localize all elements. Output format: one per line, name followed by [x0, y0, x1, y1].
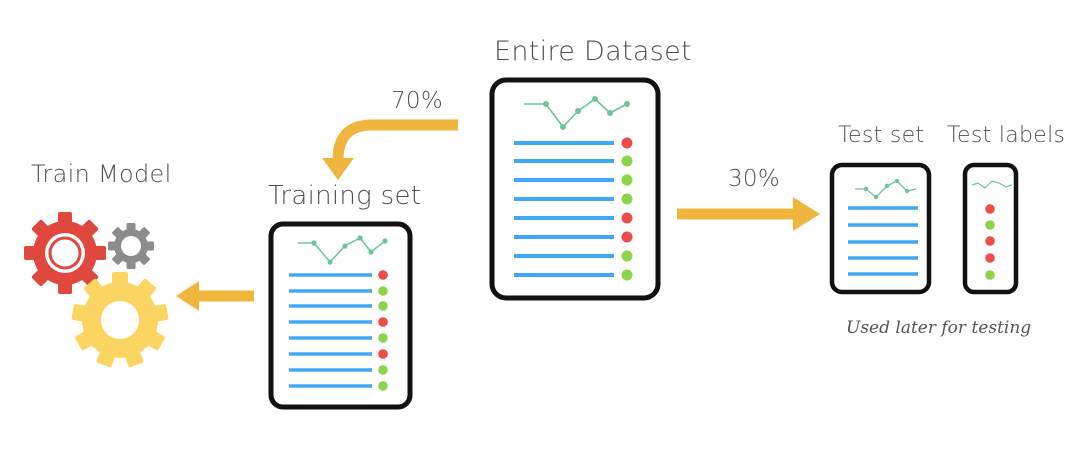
- label-dot-green: [621, 250, 633, 262]
- split-test-percentage: 30%: [728, 166, 781, 192]
- training-set-title: Training set: [268, 181, 422, 211]
- label-dot-green: [378, 301, 388, 311]
- arrow-icon: [322, 119, 458, 180]
- gear-icon: [24, 212, 106, 294]
- sparkline-point: [311, 240, 317, 246]
- label-dot-red: [378, 349, 388, 359]
- label-dot-green: [985, 270, 995, 280]
- chart-line-icon: [971, 180, 1013, 189]
- entire-dataset-document: [489, 77, 661, 301]
- label-dot-red: [621, 212, 633, 224]
- sparkline-point: [884, 183, 890, 189]
- sparkline-point: [543, 101, 549, 107]
- entire-dataset-title: Entire Dataset: [494, 36, 692, 67]
- label-dot-red: [985, 236, 995, 246]
- training-set-document: [268, 221, 413, 410]
- label-dot-red: [621, 137, 633, 149]
- document-frame: [489, 77, 661, 301]
- arrow-icon: [176, 281, 254, 311]
- train-model-title: Train Model: [31, 160, 172, 188]
- sparkline-point: [894, 178, 900, 184]
- sparkline-point: [575, 108, 581, 114]
- label-dot-red: [985, 204, 995, 214]
- test-usage-note: Used later for testing: [846, 318, 1032, 338]
- test-set-title: Test set: [838, 123, 925, 148]
- label-dot-green: [621, 269, 633, 281]
- document-frame: [268, 221, 413, 410]
- sparkline-point: [382, 238, 388, 244]
- sparkline-point: [873, 194, 879, 200]
- label-dot-green: [621, 155, 633, 167]
- label-dot-green: [985, 220, 995, 230]
- label-dot-red: [378, 317, 388, 327]
- split-train-percentage: 70%: [391, 88, 444, 114]
- test-set-document: [829, 162, 932, 295]
- document-frame: [829, 162, 932, 295]
- sparkline-point: [592, 96, 598, 102]
- label-dot-red: [378, 270, 388, 280]
- sparkline-point: [607, 110, 613, 116]
- label-dot-green: [378, 333, 388, 343]
- label-dot-red: [621, 231, 633, 243]
- gear-icon: [108, 223, 154, 269]
- label-dot-green: [621, 174, 633, 186]
- label-dot-green: [378, 286, 388, 296]
- sparkline-point: [327, 259, 333, 265]
- sparkline-point: [368, 249, 374, 255]
- test-labels-title: Test labels: [947, 123, 1066, 148]
- sparkline-point: [342, 243, 348, 249]
- sparkline-point: [863, 186, 869, 192]
- arrow-icon: [677, 197, 820, 231]
- sparkline-point: [624, 101, 630, 107]
- label-dot-green: [378, 381, 388, 391]
- sparkline-point: [560, 124, 566, 130]
- test-labels-document: [962, 162, 1019, 295]
- label-dot-green: [621, 193, 633, 205]
- label-dot-green: [378, 365, 388, 375]
- label-dot-red: [985, 253, 995, 263]
- gear-icon: [71, 272, 169, 368]
- sparkline-point: [357, 235, 363, 241]
- sparkline-point: [904, 188, 910, 194]
